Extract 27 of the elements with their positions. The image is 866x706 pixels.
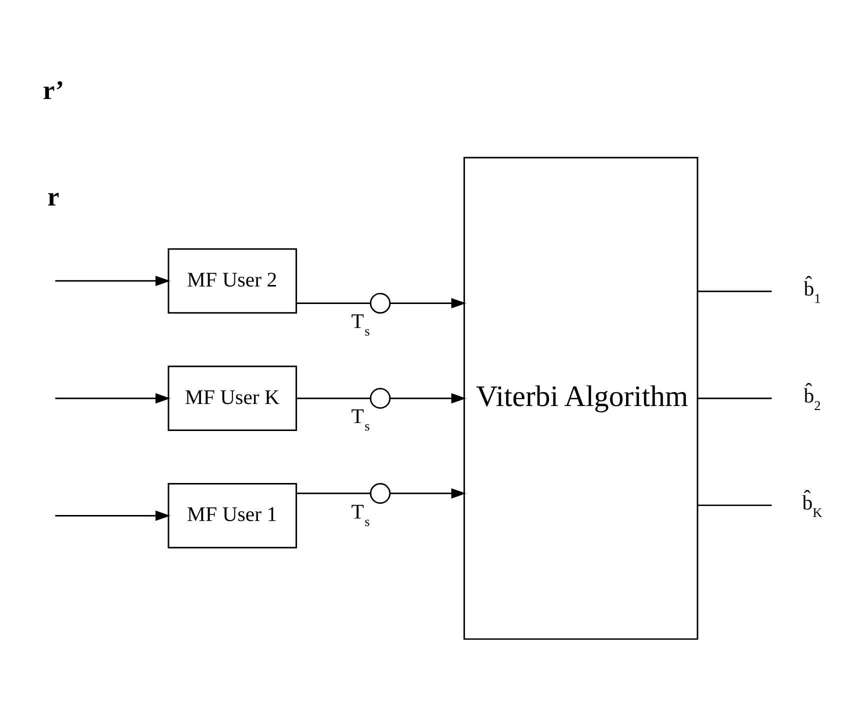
node-label: T$_{s}$ <box>351 405 370 434</box>
label: r <box>47 182 60 212</box>
connector <box>296 492 370 494</box>
node-label: T$_{s}$ <box>351 310 370 339</box>
arrow <box>390 298 466 308</box>
node-box: Viterbi Algorithm <box>463 156 698 640</box>
arrow <box>390 488 466 499</box>
connector <box>698 398 772 400</box>
node-box: MF User 1 <box>168 483 298 548</box>
connector <box>296 302 370 304</box>
label: r’ <box>42 74 64 105</box>
arrow <box>55 393 170 404</box>
arrow <box>390 393 466 404</box>
arrow <box>55 510 170 521</box>
node-label: T$_{s}$ <box>351 500 370 529</box>
node-box: MF User K <box>168 366 298 432</box>
node-text: b̂$_{2}$ <box>804 384 821 413</box>
node-switch <box>370 292 391 314</box>
arrow <box>55 276 170 286</box>
node-text: b̂$_{1}$ <box>804 277 821 306</box>
connector <box>698 504 772 506</box>
connector <box>698 290 772 292</box>
node-text: b̂$_{K}$ <box>802 491 822 520</box>
node-switch <box>370 483 391 504</box>
node-switch <box>370 388 391 409</box>
connector <box>296 398 370 400</box>
node-box: MF User 2 <box>168 248 298 314</box>
